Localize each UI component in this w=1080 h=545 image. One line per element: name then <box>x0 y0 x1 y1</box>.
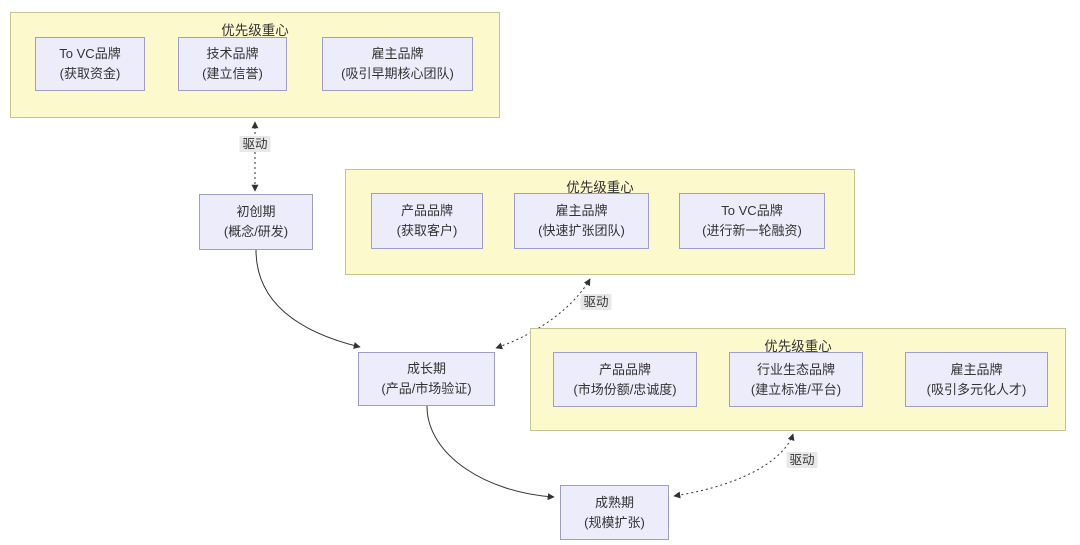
node-line2: (建立标准/平台) <box>750 381 842 397</box>
cluster-title: 优先级重心 <box>764 339 832 354</box>
node-stage-startup: 初创期 (概念/研发) <box>199 194 313 250</box>
node-line2: (市场份额/忠诚度) <box>573 381 677 397</box>
node-line2: (建立信誉) <box>202 66 263 81</box>
node-stage-growth: 成长期 (产品/市场验证) <box>358 352 495 406</box>
node-line1: 雇主品牌 <box>371 46 424 61</box>
node-line2: (快速扩张团队) <box>538 223 625 238</box>
edge-label-drive-1: 驱动 <box>239 136 271 152</box>
node-industry-ecosystem-brand: 行业生态品牌 (建立标准/平台) <box>729 352 863 407</box>
cluster-title: 优先级重心 <box>221 23 289 38</box>
node-line2: (规模扩张) <box>584 514 645 530</box>
node-line1: 初创期 <box>236 204 276 219</box>
node-line1: 雇主品牌 <box>555 203 608 218</box>
node-line1: 雇主品牌 <box>950 361 1003 377</box>
edge-label-drive-2: 驱动 <box>580 294 612 310</box>
node-line1: 行业生态品牌 <box>756 361 835 377</box>
cluster-title: 优先级重心 <box>566 180 634 195</box>
node-product-brand-growth: 产品品牌 (获取客户) <box>371 193 483 249</box>
node-line1: 技术品牌 <box>206 46 259 61</box>
node-line1: To VC品牌 <box>721 203 783 218</box>
node-line2: (获取资金) <box>59 66 121 81</box>
node-line1: 成熟期 <box>594 494 634 510</box>
node-line2: (概念/研发) <box>223 224 289 239</box>
node-line2: (吸引多元化人才) <box>926 381 1027 397</box>
node-line1: To VC品牌 <box>59 46 121 61</box>
node-employer-brand-growth: 雇主品牌 (快速扩张团队) <box>514 193 649 249</box>
node-line1: 成长期 <box>406 361 446 376</box>
node-line2: (获取客户) <box>396 223 458 238</box>
node-product-brand-maturity: 产品品牌 (市场份额/忠诚度) <box>553 352 697 407</box>
node-to-vc-brand-startup: To VC品牌 (获取资金) <box>35 37 145 91</box>
node-line2: (产品/市场验证) <box>381 381 472 396</box>
node-to-vc-brand-growth: To VC品牌 (进行新一轮融资) <box>679 193 825 249</box>
node-line2: (进行新一轮融资) <box>702 223 802 238</box>
node-employer-brand-maturity: 雇主品牌 (吸引多元化人才) <box>905 352 1048 407</box>
node-stage-maturity: 成熟期 (规模扩张) <box>560 485 669 540</box>
edge-maturity-cluster3-dotted <box>673 433 795 499</box>
node-tech-brand: 技术品牌 (建立信誉) <box>178 37 287 91</box>
edge-label-drive-3: 驱动 <box>786 452 818 468</box>
node-employer-brand-startup: 雇主品牌 (吸引早期核心团队) <box>322 37 473 91</box>
node-line1: 产品品牌 <box>400 203 453 218</box>
node-line1: 产品品牌 <box>598 361 651 377</box>
node-line2: (吸引早期核心团队) <box>341 66 454 81</box>
